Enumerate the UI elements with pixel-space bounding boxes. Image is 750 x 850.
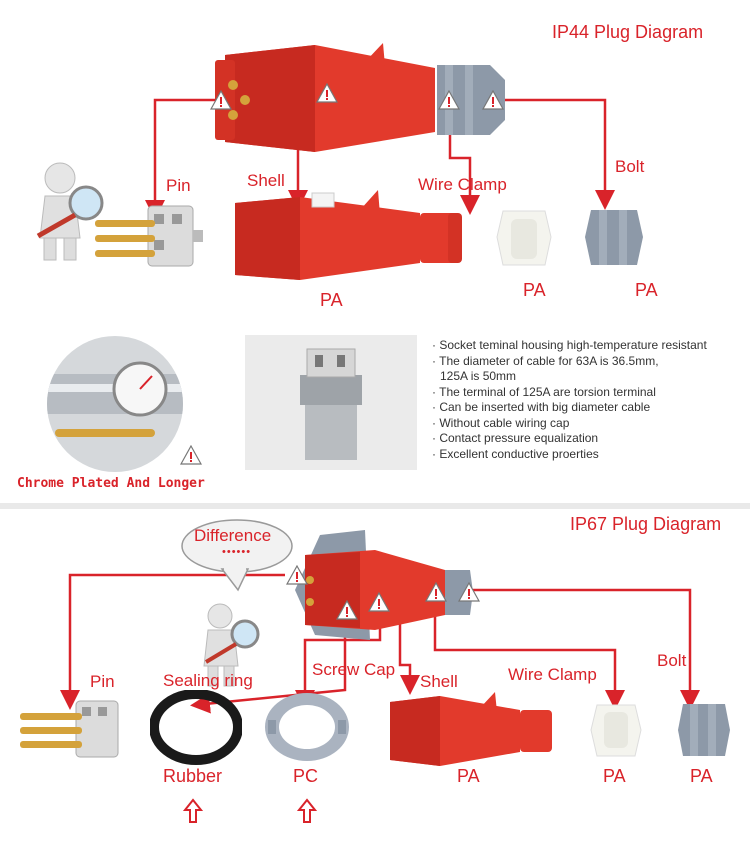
section-divider xyxy=(0,503,750,509)
ip67-plug-assembled xyxy=(295,530,473,640)
feature-item: · The terminal of 125A are torsion termi… xyxy=(432,384,656,399)
ip44-title: IP44 Plug Diagram xyxy=(552,22,704,42)
feature-item: · Can be inserted with big diameter cabl… xyxy=(432,400,651,414)
warning-marker-icon xyxy=(336,600,358,620)
ip67-pin-label: Pin xyxy=(90,672,115,691)
socket-housing-photo xyxy=(245,335,417,470)
warning-marker-icon xyxy=(180,445,202,465)
ip67-bolt-label: Bolt xyxy=(657,651,687,670)
warning-marker-icon xyxy=(458,582,480,602)
sealing-ring xyxy=(150,690,242,765)
ip44-shell xyxy=(235,190,462,280)
sealing-ring-material: Rubber xyxy=(163,766,223,786)
warning-marker-icon xyxy=(316,83,338,103)
chrome-pin-photo xyxy=(47,336,183,472)
up-arrow-icon xyxy=(182,798,204,823)
ip44-shell-label: Shell xyxy=(247,171,285,190)
warning-marker-icon xyxy=(425,582,447,602)
warning-marker-icon xyxy=(286,565,308,585)
warning-marker-icon xyxy=(210,90,232,110)
ip44-bolt-label: Bolt xyxy=(615,157,645,176)
up-arrow-icon xyxy=(296,798,318,823)
feature-item: · Contact pressure equalization xyxy=(432,431,599,445)
ip44-shell-material: PA xyxy=(320,290,343,310)
ip67-wire-clamp-label: Wire Clamp xyxy=(508,665,597,684)
magnifier-figure-icon xyxy=(36,162,104,261)
magnifier-figure-icon xyxy=(203,603,260,687)
ip44-wire-clamp-label: Wire Clamp xyxy=(418,175,507,194)
warning-marker-icon xyxy=(368,592,390,612)
warning-marker-icon xyxy=(438,90,460,110)
difference-bubble xyxy=(181,519,293,592)
ip67-shell xyxy=(390,692,552,766)
feature-item: · Socket teminal housing high-temperatur… xyxy=(432,338,707,352)
difference-dots: •••••• xyxy=(222,546,252,558)
feature-item: · The diameter of cable for 63A is 36.5m… xyxy=(432,353,659,368)
ip44-bolt-material: PA xyxy=(635,280,658,300)
screw-cap xyxy=(265,693,349,761)
ip67-screw-cap-label: Screw Cap xyxy=(312,660,396,679)
feature-item: 125A is 50mm xyxy=(440,369,517,383)
feature-list: · Socket teminal housing high-temperatur… xyxy=(432,338,707,462)
feature-item: · Without cable wiring cap xyxy=(432,415,570,430)
difference-label: Difference xyxy=(194,526,272,545)
ip67-title: IP67 Plug Diagram xyxy=(570,514,722,534)
ip67-wire-clamp xyxy=(590,704,642,757)
chrome-caption: Chrome Plated And Longer xyxy=(17,476,205,491)
ip67-wire-clamp-material: PA xyxy=(603,766,626,786)
feature-item: · Excellent conductive proerties xyxy=(432,446,599,461)
ip44-wire-clamp xyxy=(496,210,552,266)
ip67-shell-label: Shell xyxy=(420,672,458,691)
ip44-plug-assembled xyxy=(215,43,505,152)
warning-marker-icon xyxy=(482,90,504,110)
screw-cap-material: PC xyxy=(293,766,319,786)
ip67-bolt-material: PA xyxy=(690,766,713,786)
ip67-sealing-ring-label: Sealing ring xyxy=(163,671,253,690)
ip67-shell-material: PA xyxy=(457,766,480,786)
ip44-wire-clamp-material: PA xyxy=(523,280,546,300)
ip67-bolt xyxy=(678,704,730,756)
ip44-pin-label: Pin xyxy=(166,176,191,195)
ip44-bolt xyxy=(585,210,643,265)
ip44-pin-terminal xyxy=(95,205,203,267)
ip67-pin-terminal xyxy=(20,700,119,758)
